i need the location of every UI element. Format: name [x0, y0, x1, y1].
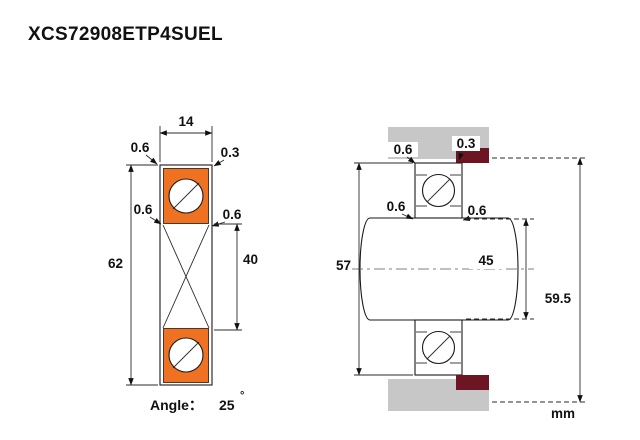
- chamfer-callouts-left-view: 0.6 0.3 0.6 0.6: [131, 140, 242, 227]
- dim-outer-diameter-label: 62: [108, 256, 123, 271]
- dim-outer-diameter: 62: [108, 164, 158, 386]
- chamfer-callouts-right-view: 0.6 0.3 0.6 0.6: [387, 136, 487, 221]
- page-title: XCS72908ETP4SUEL: [28, 24, 223, 45]
- dim-mounting-height: 59.5: [492, 157, 586, 403]
- dim-width: 14: [159, 114, 213, 162]
- contact-angle-lines: [162, 224, 210, 329]
- angle-label: Angle：: [150, 397, 203, 413]
- unit-label: mm: [551, 406, 575, 421]
- angle-degree-symbol: °: [240, 390, 244, 402]
- dim-shaft-diameter: 45: [466, 218, 534, 320]
- dim-mounting-height-label: 59.5: [545, 291, 572, 306]
- bottom-race-section: [163, 328, 209, 383]
- mounted-bearing-bottom: [414, 319, 463, 376]
- shaft-right-end: [507, 217, 519, 321]
- mounted-bearing-top: [414, 162, 463, 219]
- shaft: [352, 217, 534, 321]
- top-ball-cage-line: [172, 182, 200, 210]
- chamfer-inner-left-label: 0.6: [134, 202, 153, 217]
- chamfer-inner-right-label: 0.6: [223, 207, 242, 222]
- bottom-ball-cage-line: [172, 341, 200, 369]
- dim-bore-diameter-label: 40: [243, 252, 258, 267]
- chamfer-housing-left-label: 0.6: [394, 142, 413, 157]
- dim-bore-diameter: 40: [214, 223, 258, 331]
- dim-width-label: 14: [178, 114, 194, 129]
- seal-top: [456, 148, 489, 163]
- dim-housing-bore: 57: [336, 162, 413, 376]
- angle-value: 25: [219, 397, 235, 413]
- right-view-mounting: 0.6 0.3 0.6 0.6 57 45: [336, 127, 586, 411]
- chamfer-outer-right-label: 0.3: [221, 145, 240, 160]
- chamfer-housing-right-label: 0.3: [457, 136, 476, 151]
- chamfer-outer-left-label: 0.6: [131, 140, 150, 155]
- dim-housing-bore-label: 57: [336, 258, 351, 273]
- contact-angle-note: Angle： 25 °: [150, 390, 244, 413]
- chamfer-shaft-right-label: 0.6: [468, 203, 487, 218]
- left-view-cross-section: 14 0.6 0.3 0.6 0.6 62 40: [108, 114, 258, 413]
- top-race-section: [163, 168, 209, 224]
- chamfer-shaft-left-label: 0.6: [387, 199, 406, 214]
- seal-bottom: [456, 375, 489, 390]
- dim-shaft-diameter-label: 45: [478, 253, 494, 268]
